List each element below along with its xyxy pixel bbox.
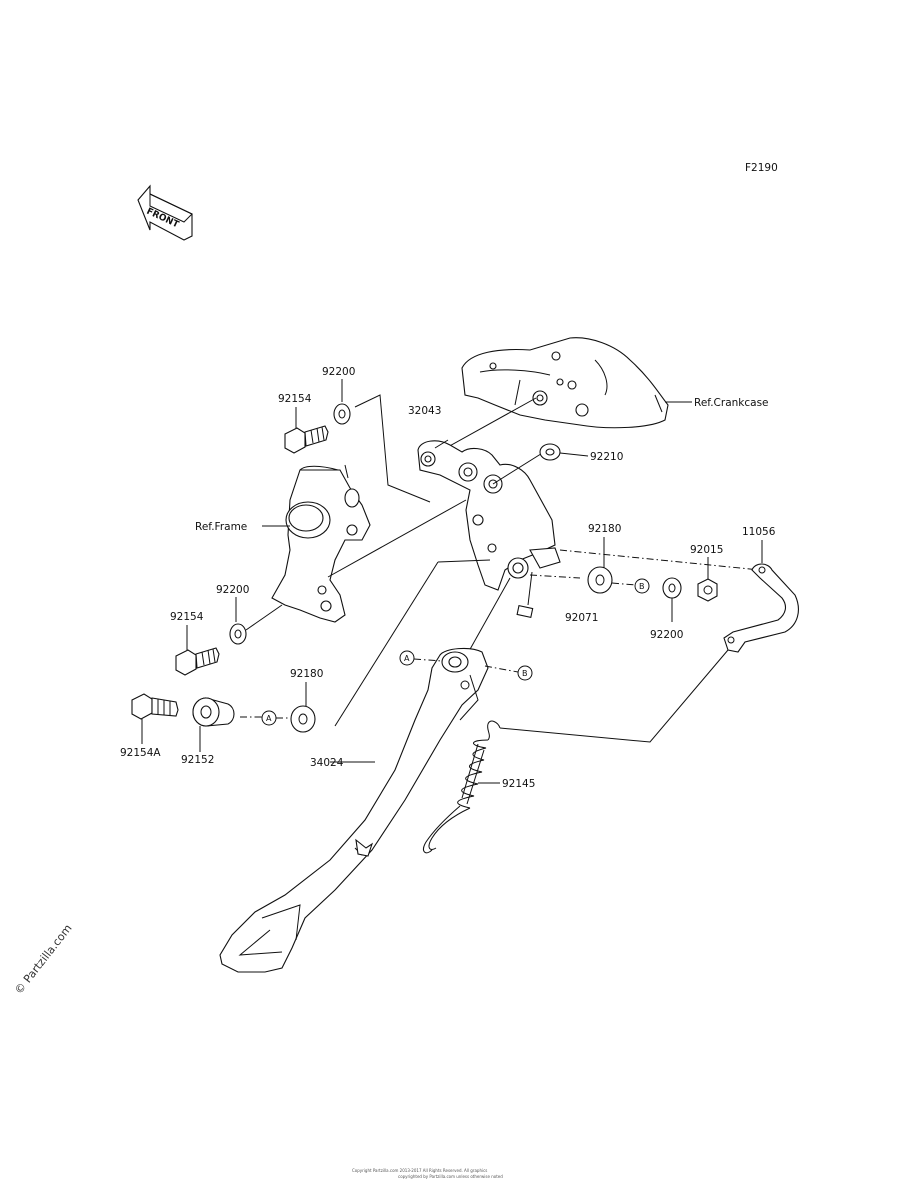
label-92152: 92152: [181, 754, 214, 766]
watermark-text: © Partzilla.com: [12, 922, 75, 997]
callout-a-pivot: [399, 650, 415, 666]
svg-text:A: A: [266, 714, 272, 723]
bolt-92154-mid: [175, 647, 220, 676]
label-11056: 11056: [742, 526, 776, 538]
nut-92210: [539, 443, 561, 461]
leader-frame-bracket: [327, 499, 467, 578]
label-34024: 34024: [310, 757, 344, 769]
label-92145: 92145: [502, 778, 535, 790]
label-92200-right: 92200: [650, 629, 683, 641]
label-92200-top: 92200: [322, 366, 355, 378]
callout-b-right: [634, 578, 650, 594]
label-32043: 32043: [408, 405, 441, 417]
bracket-11056: [723, 563, 799, 653]
label-92180-left: 92180: [290, 668, 323, 680]
diagram-code: F2190: [745, 162, 778, 174]
leader-washer-frame: [245, 604, 283, 631]
leader-stand-pivot: [463, 577, 511, 661]
leader-92210: [559, 452, 589, 457]
side-stand-34024: [219, 647, 489, 973]
copyright-line-1: Copyright Partzilla.com 2013-2017 All Ri…: [352, 1168, 487, 1173]
callout-b-pivot: [517, 665, 533, 681]
label-92154-mid: 92154: [170, 611, 204, 623]
label-92200-left: 92200: [216, 584, 249, 596]
washer-92200-right: [662, 577, 682, 599]
svg-text:A: A: [404, 654, 410, 663]
axis-line-pivot: [559, 549, 761, 571]
crankcase-ref: [461, 337, 669, 429]
bracket-32043: [417, 440, 561, 618]
leader-spring-bracket: [499, 649, 729, 743]
copyright-line-2: copyrighted by Partzilla.com unless othe…: [398, 1174, 503, 1179]
leader-32043: [434, 439, 449, 449]
frame-ref: [271, 464, 371, 623]
callout-a-left: [261, 710, 277, 726]
label-92071: 92071: [565, 612, 598, 624]
leader-bracket-92210: [492, 451, 545, 485]
label-92210: 92210: [590, 451, 623, 463]
washer-92180-left: [290, 705, 316, 733]
label-92154a: 92154A: [120, 747, 161, 759]
label-92154-top: 92154: [278, 393, 312, 405]
washer-92200-top: [333, 403, 351, 425]
front-arrow-icon: FRONT: [137, 184, 193, 241]
label-ref-frame: Ref.Frame: [195, 521, 247, 533]
spring-92145: [423, 720, 501, 854]
label-92015: 92015: [690, 544, 723, 556]
washer-92200-left: [229, 623, 247, 645]
leader-stand-left: [334, 561, 439, 727]
label-92180-right: 92180: [588, 523, 621, 535]
bolt-92154-top: [284, 425, 329, 454]
svg-text:B: B: [522, 669, 528, 678]
collar-92152: [192, 697, 235, 727]
label-ref-crankcase: Ref.Crankcase: [694, 397, 769, 409]
svg-text:B: B: [639, 582, 645, 591]
bolt-92154a: [131, 693, 179, 720]
nut-92015: [697, 578, 718, 602]
washer-92180-right: [587, 566, 613, 594]
leader-92200-top: [354, 394, 431, 503]
